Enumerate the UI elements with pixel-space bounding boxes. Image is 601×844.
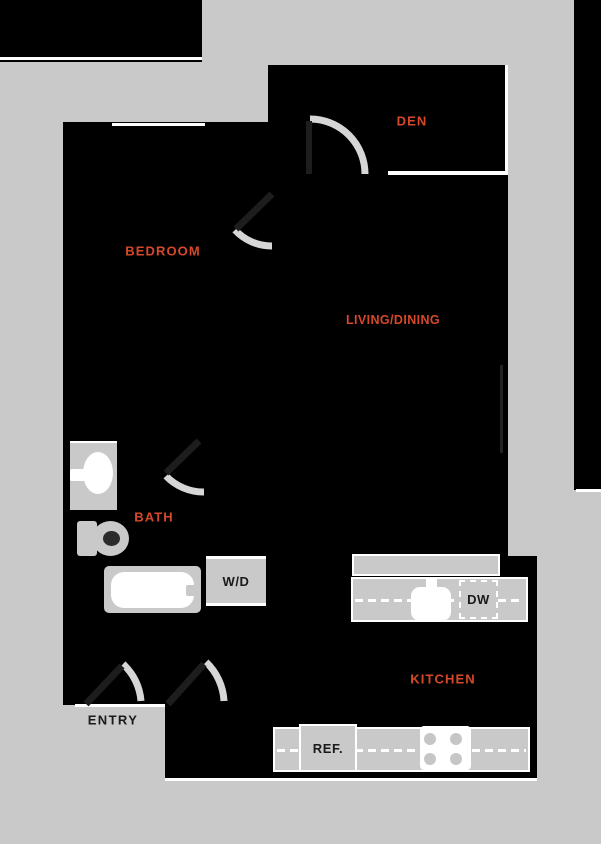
stove-burner bbox=[424, 753, 436, 765]
neighbor-unit-block-top-left bbox=[0, 0, 202, 57]
neighbor-top-left-edge-line bbox=[0, 57, 202, 60]
stove-burner bbox=[424, 733, 436, 745]
dishwasher-unit: DW bbox=[459, 580, 498, 619]
washer-dryer-label: W/D bbox=[222, 573, 250, 589]
room-label-bath: BATH bbox=[134, 509, 174, 525]
bathtub-basin bbox=[111, 572, 194, 608]
room-label-living-dining: LIVING/DINING bbox=[345, 313, 441, 327]
neighbor-top-left-wall-line bbox=[0, 60, 202, 62]
dishwasher-label: DW bbox=[467, 592, 490, 607]
refrigerator-unit: REF. bbox=[299, 724, 357, 772]
room-label-bedroom: BEDROOM bbox=[125, 243, 201, 259]
entry-label: ENTRY bbox=[87, 712, 139, 728]
den-window-line bbox=[505, 65, 508, 173]
room-label-kitchen: KITCHEN bbox=[410, 671, 476, 687]
kitchen-sink-faucet bbox=[426, 577, 437, 591]
refrigerator-label: REF. bbox=[312, 740, 344, 756]
toilet-bowl-center bbox=[103, 531, 120, 546]
south-wall-edge-line bbox=[165, 778, 537, 781]
bathtub-faucet bbox=[186, 585, 196, 596]
neighbor-right-edge-line bbox=[576, 489, 601, 492]
toilet-tank bbox=[77, 521, 97, 556]
room-label-den: DEN bbox=[396, 113, 428, 129]
kitchen-lower-counter-dashed-line bbox=[277, 749, 526, 752]
washer-dryer-unit: W/D bbox=[206, 556, 266, 606]
living-window-line bbox=[500, 365, 503, 453]
stove-burner bbox=[450, 733, 462, 745]
bedroom-window-line bbox=[112, 123, 205, 126]
den-partition-line bbox=[388, 171, 508, 175]
vanity-faucet bbox=[70, 469, 87, 481]
vanity-sink-basin bbox=[83, 452, 113, 494]
floor-area-west-wing bbox=[63, 122, 268, 705]
kitchen-upper-counter bbox=[352, 554, 500, 576]
entry-threshold-line bbox=[75, 704, 165, 707]
kitchen-sink bbox=[411, 587, 451, 621]
stove-burner bbox=[450, 753, 462, 765]
neighbor-unit-block-right bbox=[574, 0, 601, 490]
floor-area-east-wing bbox=[268, 65, 508, 779]
floor-area-bottom-strip bbox=[165, 705, 268, 779]
